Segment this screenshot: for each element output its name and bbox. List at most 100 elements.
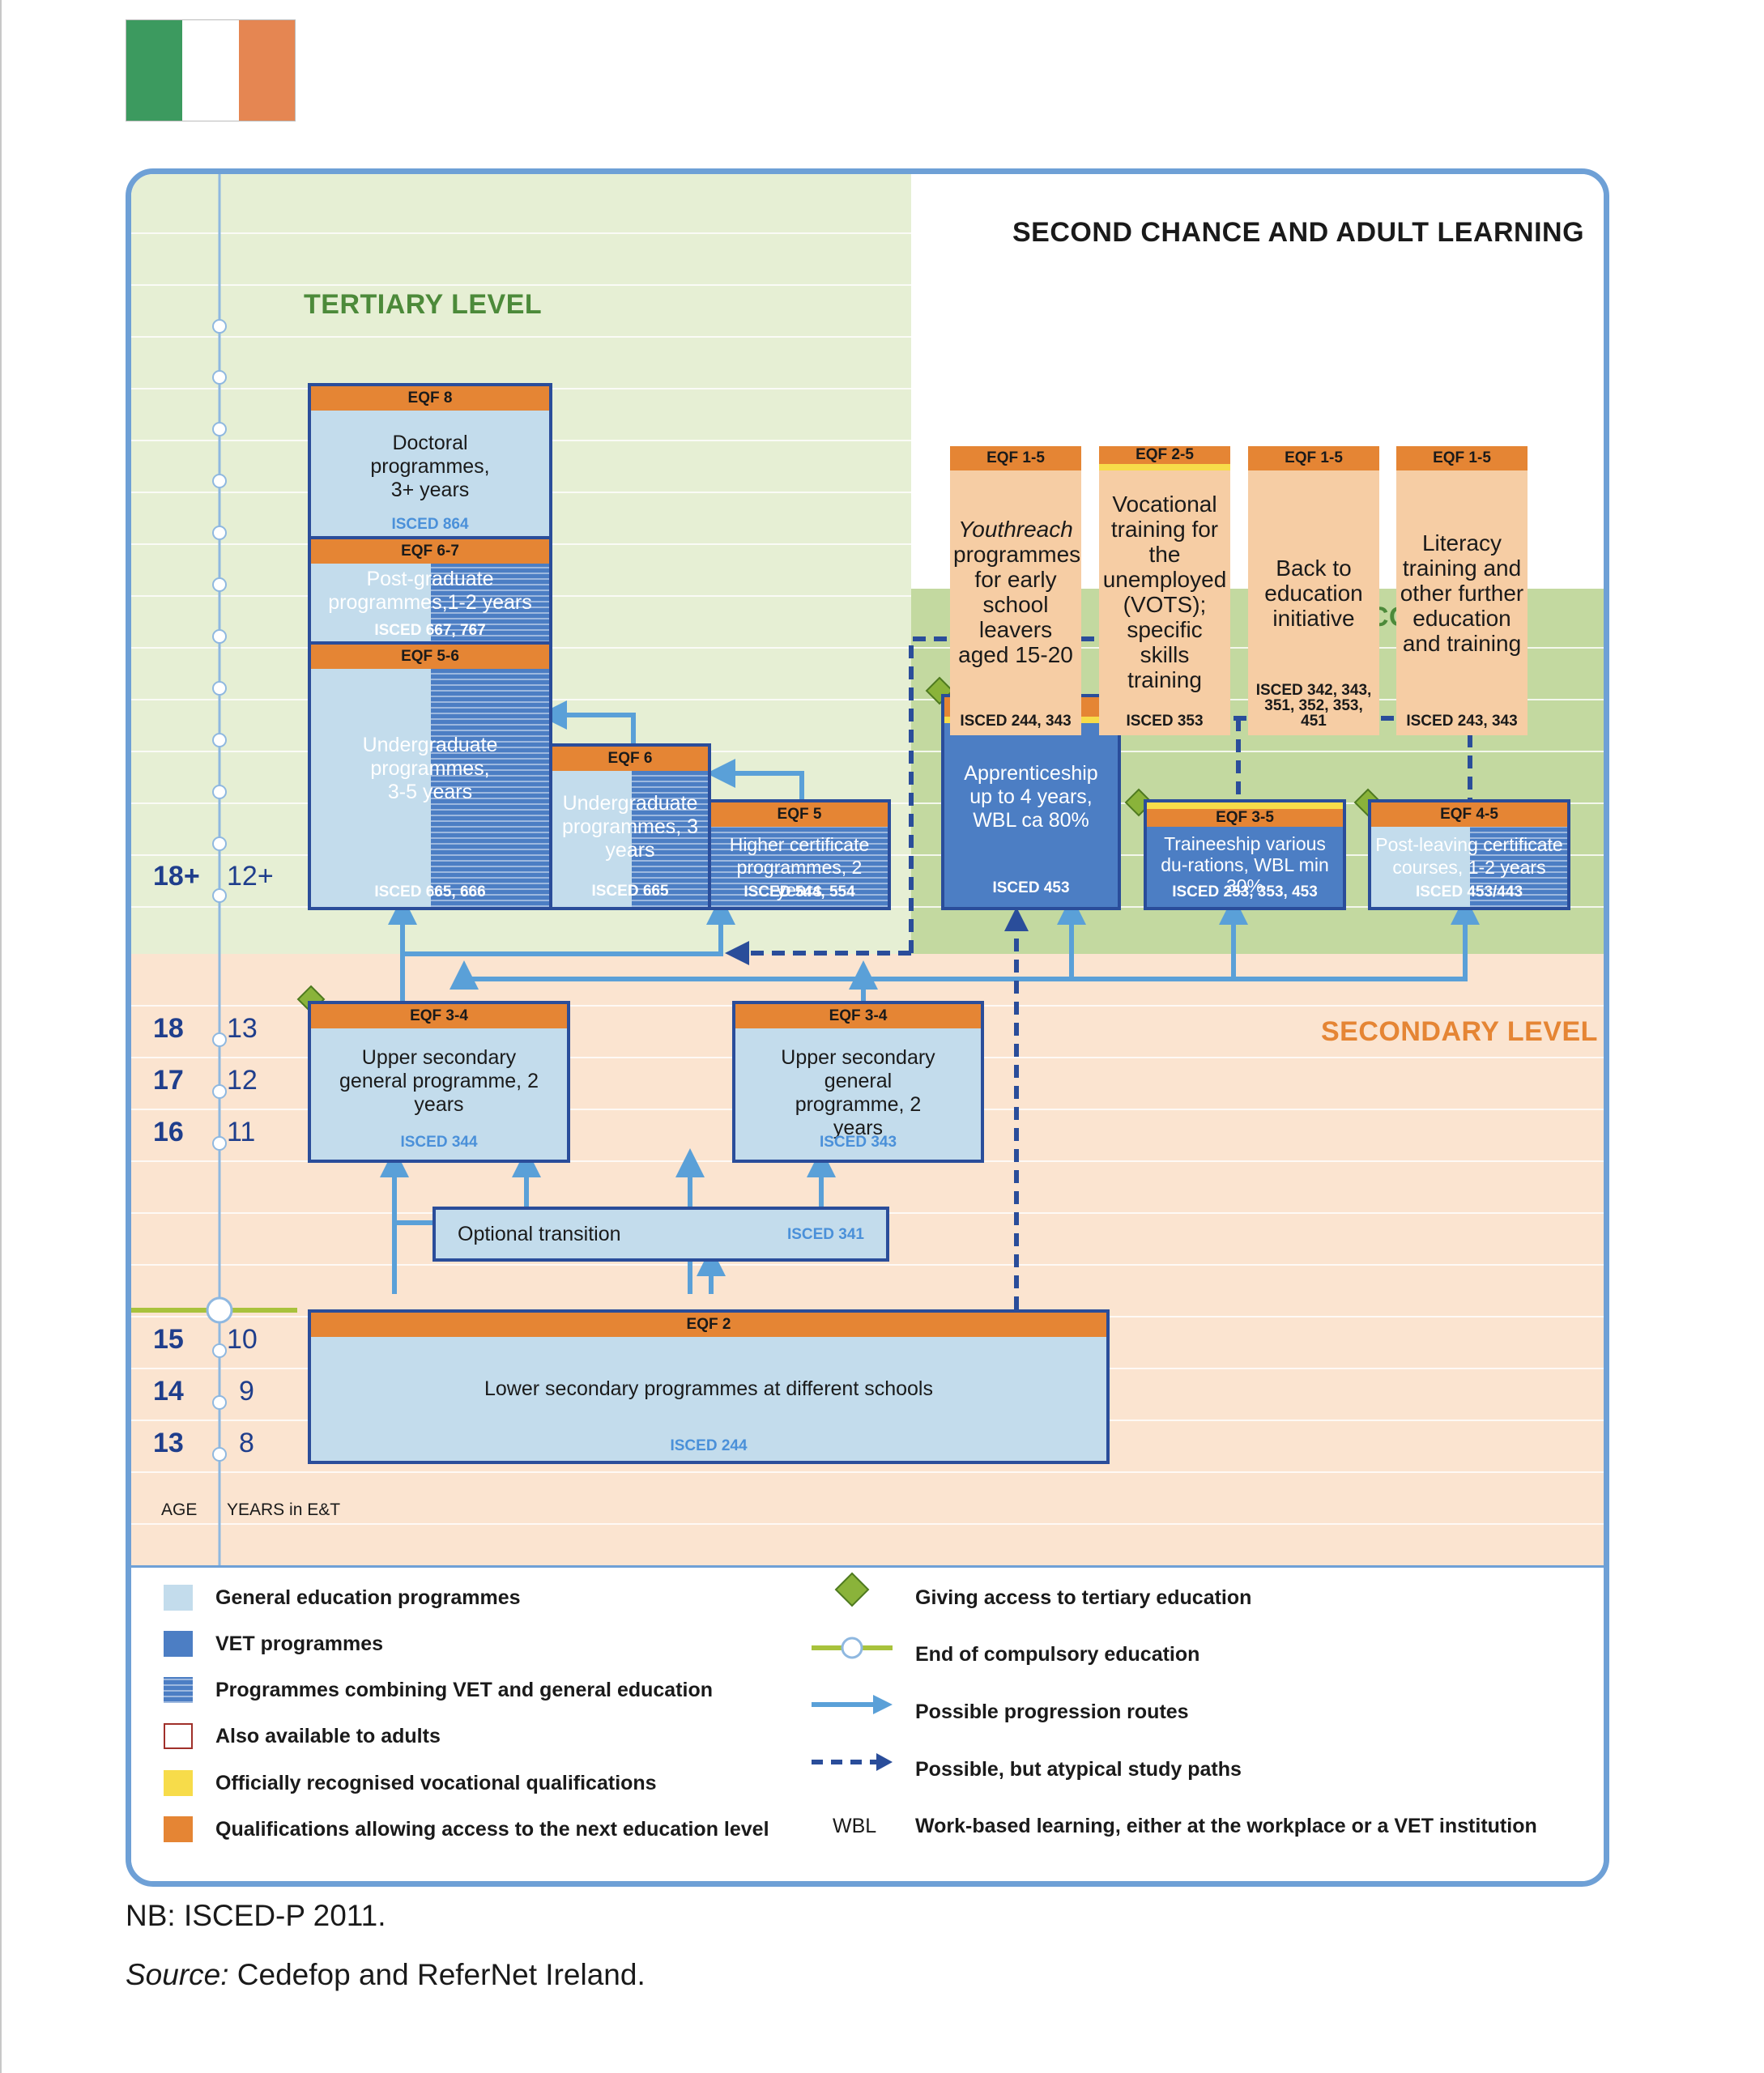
legend-swatch-combined (164, 1677, 193, 1703)
flag-green-stripe (126, 20, 183, 121)
undergraduate-programmes-box: EQF 5-6 Undergraduate programmes, 3-5 ye… (308, 641, 552, 910)
programme-label: Apprenticeship up to 4 years, WBL ca 80% (964, 762, 1098, 832)
eqf-badge: EQF 5 (711, 802, 888, 827)
eqf-badge: EQF 4-5 (1371, 802, 1567, 827)
isced-code: ISCED 343 (819, 1134, 897, 1151)
second-chance-heading: SECOND CHANCE AND ADULT LEARNING (1012, 217, 1585, 248)
years-10: 10 (227, 1324, 258, 1355)
age-18-plus: 18+ (153, 861, 200, 892)
years-9: 9 (239, 1376, 254, 1407)
age-column-label: AGE (161, 1500, 198, 1519)
legend-label-compulsory: End of compulsory education (915, 1643, 1200, 1666)
second-chance-youthreach: EQF 1-5 Youthreach programmes for early … (950, 446, 1081, 735)
legend-label-adults: Also available to adults (215, 1725, 441, 1747)
legend-swatch-vet (164, 1631, 193, 1657)
isced-code: ISCED 244 (670, 1437, 748, 1454)
legend-swatch-recognised (164, 1770, 193, 1796)
years-8: 8 (239, 1428, 254, 1458)
undergraduate-3-years-box: EQF 6 Undergraduate programmes, 3 years … (549, 743, 711, 910)
eqf-badge: EQF 1-5 (950, 446, 1081, 470)
footnote: NB: ISCED-P 2011. (126, 1899, 386, 1932)
legend-label-atypical: Possible, but atypical study paths (915, 1758, 1242, 1781)
age-18: 18 (153, 1013, 184, 1044)
compulsory-end-icon (841, 1637, 863, 1659)
programme-label: Upper secondary general programme, 2 yea… (781, 1046, 935, 1139)
dashed-arrow-icon (876, 1753, 893, 1771)
programme-label: Back to education initiative (1264, 555, 1363, 631)
isced-code: ISCED 453 (992, 879, 1070, 896)
traineeship-box: EQF 3-5 Traineeship various du-rations, … (1144, 799, 1346, 910)
eqf-badge: EQF 1-5 (1248, 446, 1379, 470)
age-13: 13 (153, 1428, 184, 1458)
combined-vet-stripes (632, 771, 708, 907)
legend-label-wbl: Work-based learning, either at the workp… (915, 1815, 1537, 1837)
legend-label-access: Qualifications allowing access to the ne… (215, 1818, 769, 1841)
eqf-badge: EQF 3-4 (735, 1004, 981, 1028)
diamond-icon (834, 1572, 870, 1607)
arrow-icon (873, 1695, 893, 1714)
lower-secondary-box: EQF 2 Lower secondary programmes at diff… (308, 1309, 1110, 1464)
legend-swatch-general (164, 1585, 193, 1611)
legend-wbl-abbr: WBL (833, 1815, 877, 1837)
eqf-badge: EQF 2 (311, 1313, 1106, 1337)
source-line: Source: Cedefop and ReferNet Ireland. (126, 1958, 646, 1992)
programme-label: Doctoral programmes, 3+ years (370, 432, 490, 501)
isced-code: ISCED 667, 767 (374, 622, 486, 639)
isced-code: ISCED 665 (591, 883, 669, 900)
years-11: 11 (227, 1117, 256, 1147)
legend-label-progression: Possible progression routes (915, 1701, 1189, 1723)
programme-label: Post-graduate programmes,1-2 years (328, 568, 532, 614)
higher-certificate-box: EQF 5 Higher certificate programmes, 2 y… (708, 799, 891, 910)
secondary-level-heading: SECONDARY LEVEL (1321, 1016, 1598, 1047)
post-leaving-certificate-box: EQF 4-5 Post-leaving certificate courses… (1368, 799, 1570, 910)
page-edge (0, 0, 2, 2073)
isced-code: ISCED 453/443 (1415, 883, 1523, 900)
second-chance-literacy: EQF 1-5 Literacy training and other furt… (1396, 446, 1528, 735)
years-12-plus: 12+ (227, 861, 274, 892)
tertiary-level-heading: TERTIARY LEVEL (304, 289, 543, 320)
programme-description: programmes for early school leavers aged… (953, 542, 1081, 667)
programme-label: Undergraduate programmes, 3-5 years (362, 734, 498, 803)
second-chance-vots: EQF 2-5 Vocational training for the unem… (1099, 446, 1230, 735)
years-12: 12 (227, 1065, 258, 1096)
legend-icons (812, 1572, 893, 1771)
age-16: 16 (153, 1117, 184, 1147)
legend-label-combined: Programmes combining VET and general edu… (215, 1679, 714, 1701)
source-text: Cedefop and ReferNet Ireland. (228, 1958, 646, 1991)
programme-label: Post-leaving certificate courses, 1-2 ye… (1375, 834, 1563, 878)
eqf-badge: EQF 1-5 (1396, 446, 1528, 470)
legend-label-recognised: Officially recognised vocational qualifi… (215, 1772, 657, 1794)
eqf-badge: EQF 6-7 (311, 539, 549, 564)
legend-label-vet: VET programmes (215, 1632, 384, 1655)
isced-code: ISCED 243, 343 (1406, 713, 1518, 730)
combined-vet-stripes (431, 669, 549, 907)
legend-swatch-adults (164, 1723, 193, 1749)
isced-code: ISCED 244, 343 (960, 713, 1072, 730)
isced-code: ISCED 353 (1126, 713, 1204, 730)
eqf-badge: EQF 8 (311, 386, 549, 411)
isced-code: ISCED 341 (786, 1226, 864, 1243)
programme-label: Undergraduate programmes, 3 years (561, 792, 699, 862)
doctoral-programmes-box: EQF 8 Doctoral programmes, 3+ years ISCE… (308, 383, 552, 539)
eqf-badge: EQF 5-6 (311, 645, 549, 669)
combined-vet-stripes (711, 827, 888, 907)
progression-arrows (380, 636, 1480, 1309)
recognised-qualification-bar (1147, 802, 1343, 809)
age-15: 15 (153, 1324, 184, 1355)
eqf-badge: EQF 6 (552, 747, 708, 771)
legend-label-diamond: Giving access to tertiary education (915, 1586, 1252, 1609)
isced-code: ISCED 344 (400, 1134, 478, 1151)
programme-label: Upper secondary general programme, 2 yea… (339, 1046, 539, 1116)
isced-code: ISCED 665, 666 (374, 883, 486, 900)
years-column-label: YEARS in E&T (227, 1500, 341, 1519)
legend-swatch-access (164, 1816, 193, 1842)
isced-code: ISCED 253, 353, 453 (1172, 883, 1318, 900)
optional-transition-box: Optional transition ISCED 341 (432, 1207, 889, 1262)
postgraduate-programmes-box: EQF 6-7 Post-graduate programmes,1-2 yea… (308, 536, 552, 645)
upper-secondary-general-box: EQF 3-4 Upper secondary general programm… (308, 1001, 570, 1163)
age-14: 14 (153, 1376, 184, 1407)
programme-label: Lower secondary programmes at different … (484, 1377, 933, 1400)
programme-label: Optional transition (458, 1223, 621, 1245)
eqf-badge: EQF 2-5 (1099, 446, 1230, 464)
programme-label: Youthreach programmes for early school l… (953, 517, 1081, 667)
